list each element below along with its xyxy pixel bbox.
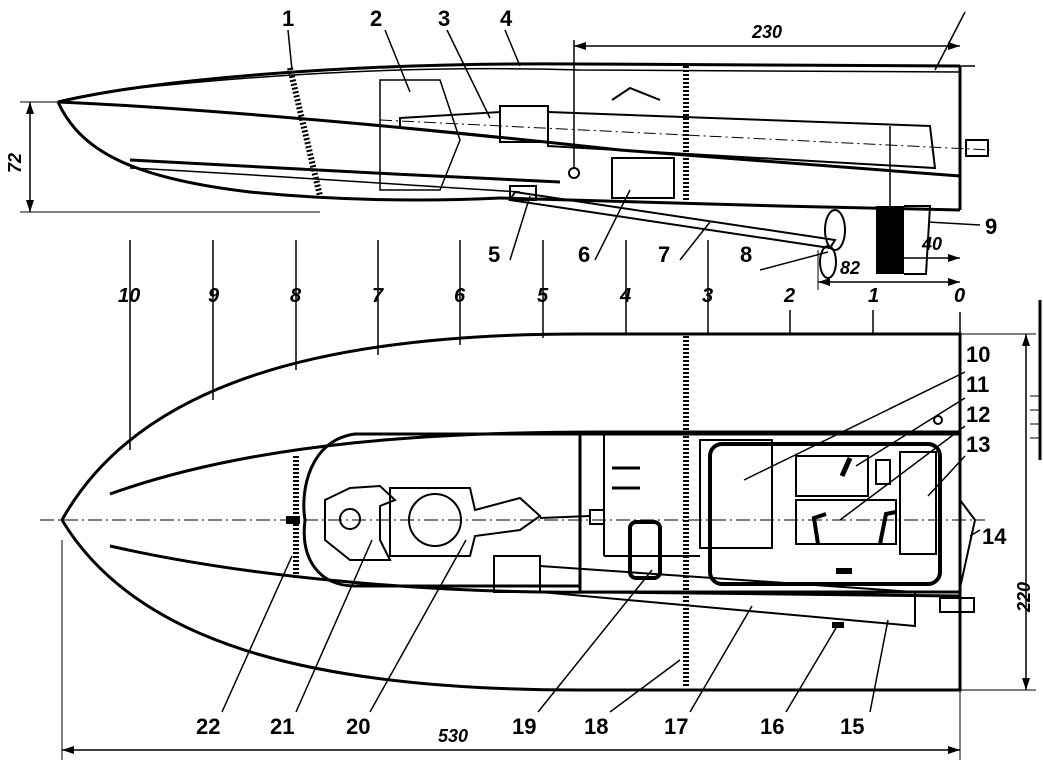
callout-14: 14 (982, 524, 1007, 549)
station-3: 3 (702, 285, 713, 307)
station-5: 5 (537, 285, 549, 307)
callout-17: 17 (664, 714, 688, 739)
callout-1: 1 (282, 6, 294, 31)
side-view: 1 2 3 4 5 6 7 8 9 230 72 82 40 (5, 6, 997, 290)
callout-3: 3 (438, 6, 450, 31)
callout-9: 9 (985, 214, 997, 239)
dim-beam: 220 (1014, 582, 1034, 613)
callout-21: 21 (270, 714, 294, 739)
callout-4: 4 (500, 6, 513, 31)
station-2: 2 (783, 285, 795, 307)
callout-19: 19 (512, 714, 536, 739)
dim-length-overall: 530 (438, 726, 468, 746)
plan-view: 10 11 12 13 14 15 16 17 18 19 20 21 22 5… (40, 300, 1042, 760)
station-lines (129, 240, 961, 450)
callout-18: 18 (584, 714, 608, 739)
callout-6: 6 (578, 242, 590, 267)
callout-22: 22 (196, 714, 220, 739)
dim-motor-offset: 230 (751, 22, 782, 42)
station-0: 0 (954, 285, 965, 307)
station-8: 8 (290, 285, 302, 307)
station-9: 9 (208, 285, 220, 307)
callout-12: 12 (966, 402, 990, 427)
side-leaders (287, 29, 981, 271)
dim-prop-offset: 82 (840, 258, 860, 278)
callout-11: 11 (966, 372, 989, 397)
station-1: 1 (868, 285, 879, 307)
plan-leaders (221, 371, 981, 713)
callout-10: 10 (966, 342, 990, 367)
callout-2: 2 (370, 6, 382, 31)
callout-20: 20 (346, 714, 370, 739)
callout-7: 7 (658, 242, 670, 267)
dim-rudder-width: 40 (921, 234, 942, 254)
callout-15: 15 (840, 714, 864, 739)
station-4: 4 (619, 285, 631, 307)
callout-5: 5 (488, 242, 500, 267)
dim-height: 72 (5, 153, 25, 173)
callout-16: 16 (760, 714, 784, 739)
callout-8: 8 (740, 242, 752, 267)
station-10: 10 (118, 285, 140, 307)
station-7: 7 (372, 285, 384, 307)
station-labels: 10 9 8 7 6 5 4 3 2 1 0 (118, 285, 965, 307)
callout-13: 13 (966, 432, 990, 457)
station-6: 6 (454, 285, 466, 307)
